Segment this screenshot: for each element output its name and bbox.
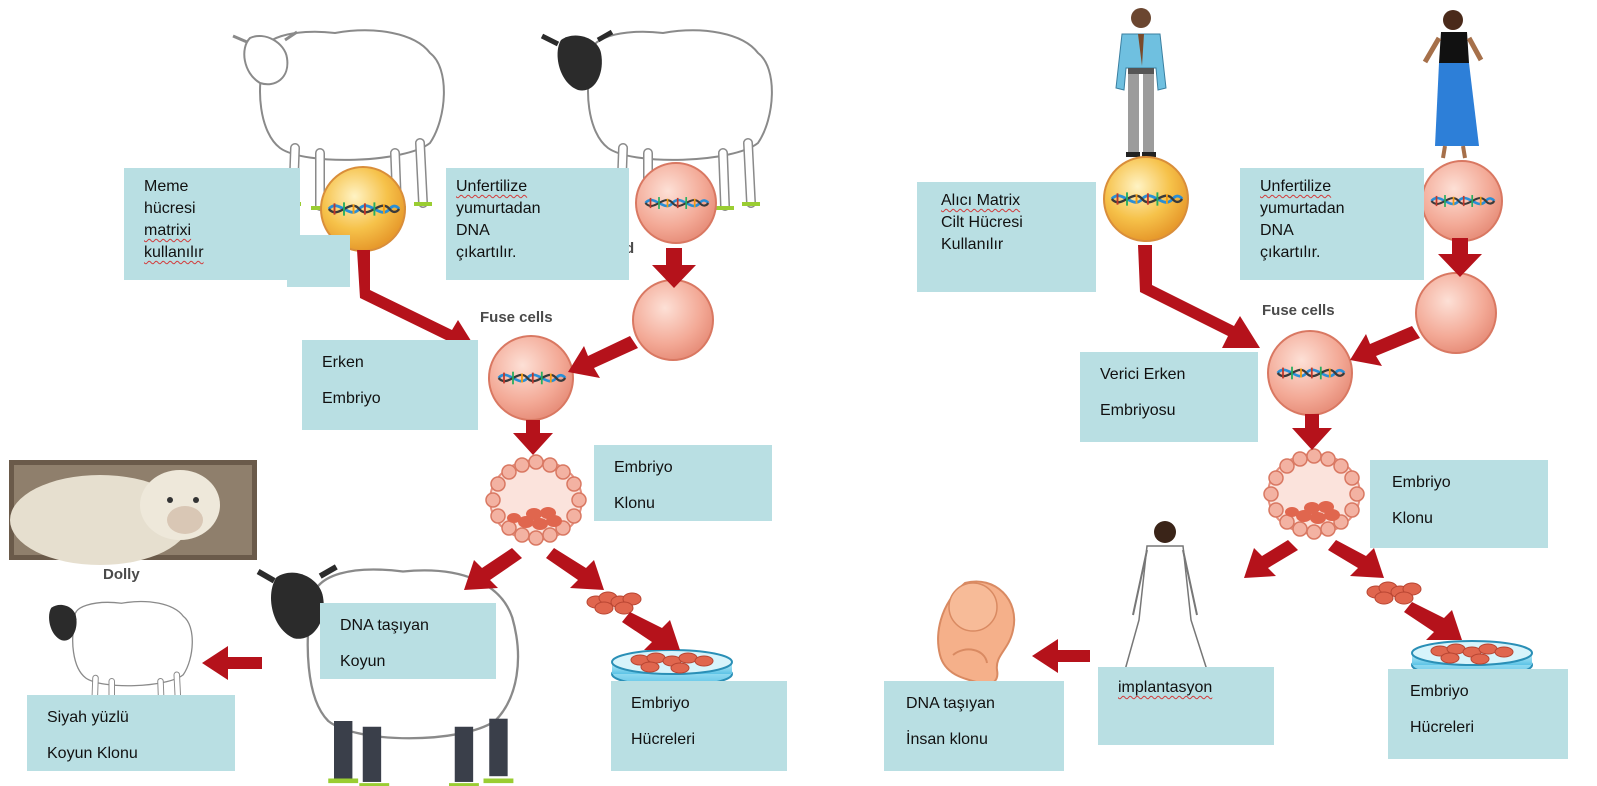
label-line: Unfertilize bbox=[1260, 176, 1404, 198]
label-line: DNA bbox=[1260, 220, 1404, 242]
alici-matrix-label: Alıcı Matrix Cilt Hücresi Kullanılır bbox=[917, 182, 1096, 292]
label-line: çıkartılır. bbox=[1260, 242, 1404, 264]
right-embryo-cells-cluster-icon bbox=[1367, 582, 1421, 604]
label-line: kullanılır bbox=[144, 242, 280, 264]
label-line: Siyah yüzlü bbox=[47, 707, 215, 729]
fused-cell-icon bbox=[489, 336, 573, 420]
label-line: DNA bbox=[456, 220, 619, 242]
label-line: Embriyo bbox=[1392, 472, 1526, 494]
label-line: Kullanılır bbox=[941, 234, 1072, 256]
skin-cell-icon bbox=[1104, 157, 1188, 241]
embryo-clone-icon bbox=[486, 455, 586, 545]
insan-klonu-label: DNA taşıyan İnsan klonu bbox=[884, 681, 1064, 771]
label-line: Klonu bbox=[614, 493, 752, 515]
dna-tasiyan-koyun-label: DNA taşıyan Koyun bbox=[320, 603, 496, 679]
label-line: Koyun bbox=[340, 651, 476, 673]
label-line: DNA taşıyan bbox=[906, 693, 1042, 715]
label-line: Unfertilize bbox=[456, 176, 619, 198]
meme-label-tab bbox=[287, 235, 350, 287]
label-line: Embriyo bbox=[614, 457, 752, 479]
embriyo-klonu-label-right: Embriyo Klonu bbox=[1370, 460, 1548, 548]
embriyo-hucreleri-label-right: Embriyo Hücreleri bbox=[1388, 669, 1568, 759]
arrows-right bbox=[1032, 238, 1482, 673]
label-line: Meme bbox=[144, 176, 280, 198]
fuse-cells-label-right: Fuse cells bbox=[1262, 302, 1335, 319]
right-egg-cell-icon bbox=[1422, 161, 1502, 241]
label-line: Embriyo bbox=[322, 388, 458, 410]
label-line: yumurtadan bbox=[1260, 198, 1404, 220]
egg-cell-icon bbox=[636, 163, 716, 243]
man-figure-icon bbox=[1116, 8, 1166, 157]
label-line: Koyun Klonu bbox=[47, 743, 215, 765]
label-line: Hücreleri bbox=[631, 729, 767, 751]
fuse-cells-label-left: Fuse cells bbox=[480, 309, 553, 326]
label-line: Embriyo bbox=[631, 693, 767, 715]
unfertilize-label-left: Unfertilize yumurtadan DNA çıkartılır. bbox=[446, 168, 629, 280]
embryo-cells-cluster-icon bbox=[587, 592, 641, 614]
dolly-photo bbox=[9, 460, 257, 565]
label-line: Alıcı Matrix bbox=[941, 190, 1072, 212]
doctor-figure-icon bbox=[1125, 521, 1207, 690]
label-line: hücresi bbox=[144, 198, 280, 220]
embriyo-klonu-label-left: Embriyo Klonu bbox=[594, 445, 772, 521]
label-line: Klonu bbox=[1392, 508, 1526, 530]
right-embryo-clone-icon bbox=[1264, 449, 1364, 539]
label-line: Embriyosu bbox=[1100, 400, 1238, 422]
label-line: İnsan klonu bbox=[906, 729, 1042, 751]
erken-embriyo-label: Erken Embriyo bbox=[302, 340, 478, 430]
siyah-yuzlu-klon-label: Siyah yüzlü Koyun Klonu bbox=[27, 695, 235, 771]
label-line: yumurtadan bbox=[456, 198, 619, 220]
label-line: çıkartılır. bbox=[456, 242, 619, 264]
right-enucleated-egg-icon bbox=[1416, 273, 1496, 353]
enucleated-egg-icon bbox=[633, 280, 713, 360]
label-line: Cilt Hücresi bbox=[941, 212, 1072, 234]
label-line: implantasyon bbox=[1118, 677, 1254, 699]
label-line: Embriyo bbox=[1410, 681, 1546, 703]
unfertilize-label-right: Unfertilize yumurtadan DNA çıkartılır. bbox=[1240, 168, 1424, 280]
label-line: Erken bbox=[322, 352, 458, 374]
label-line: DNA taşıyan bbox=[340, 615, 476, 637]
fetus-icon bbox=[938, 581, 1014, 684]
verici-erken-label: Verici Erken Embriyosu bbox=[1080, 352, 1258, 442]
meme-hucresi-label: Meme hücresi matrixi kullanılır bbox=[124, 168, 300, 280]
dolly-label: Dolly bbox=[103, 566, 140, 583]
right-fused-cell-icon bbox=[1268, 331, 1352, 415]
implantasyon-label: implantasyon bbox=[1098, 667, 1274, 745]
label-line: Verici Erken bbox=[1100, 364, 1238, 386]
label-line: matrixi bbox=[144, 220, 280, 242]
label-line: Hücreleri bbox=[1410, 717, 1546, 739]
embriyo-hucreleri-label-left: Embriyo Hücreleri bbox=[611, 681, 787, 771]
woman-figure-icon bbox=[1425, 10, 1481, 158]
